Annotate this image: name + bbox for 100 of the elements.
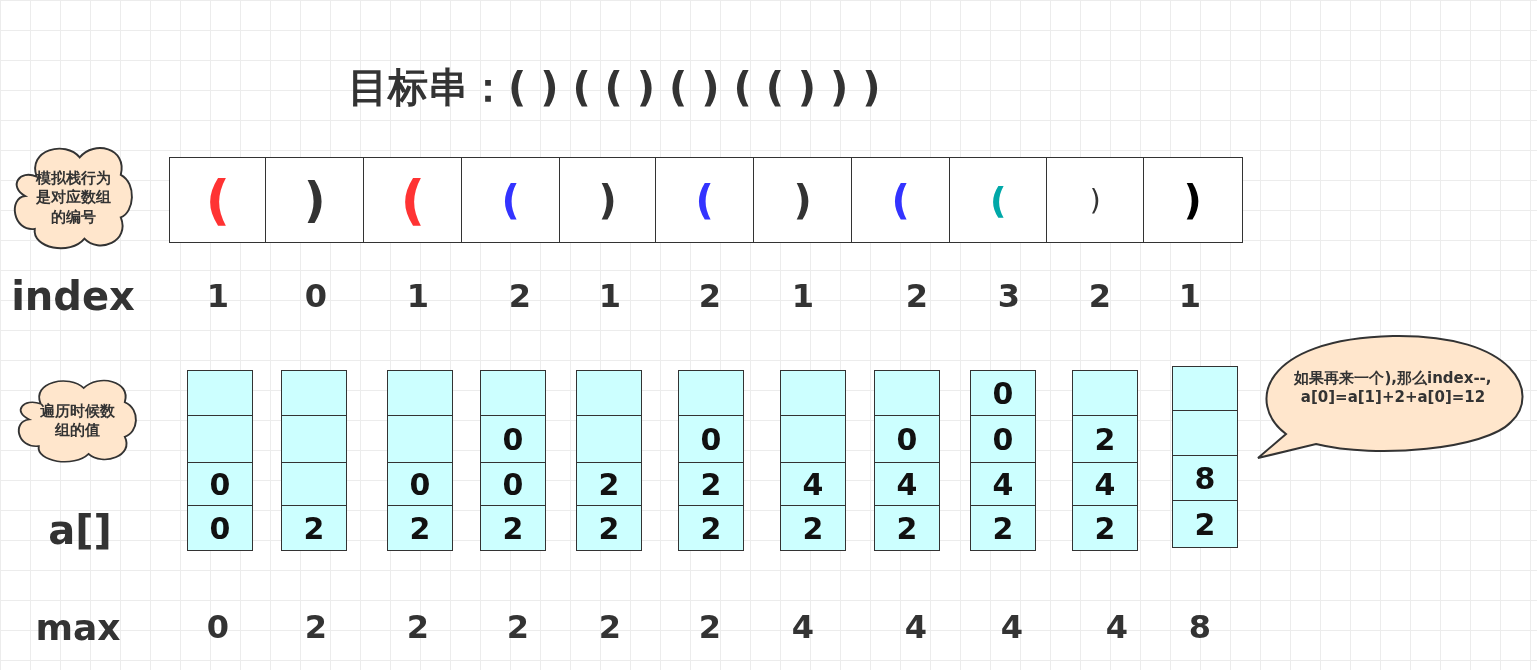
- stack-cell: [281, 462, 347, 506]
- stack-cell: [780, 415, 846, 463]
- stack-cell: [780, 505, 846, 551]
- cell-value: 0: [502, 466, 524, 502]
- parenthesis: ): [793, 177, 812, 223]
- string-cell: [461, 157, 561, 243]
- cell-value: 4: [802, 466, 824, 502]
- value-label: 2: [698, 608, 722, 646]
- cell-value: 2: [1194, 506, 1216, 542]
- string-cell: [655, 157, 755, 243]
- parenthesis: ): [1089, 183, 1101, 217]
- cell-value: 2: [598, 466, 620, 502]
- cell-value: 2: [802, 510, 824, 546]
- value-label: 0: [304, 277, 328, 315]
- parenthesis: ): [598, 177, 617, 223]
- stack-cell: [678, 462, 744, 506]
- stack-cell: [1172, 455, 1238, 501]
- cell-value: 0: [700, 421, 722, 457]
- value-label: 8: [1188, 608, 1212, 646]
- parenthesis: (: [400, 168, 426, 232]
- row-label: max: [35, 606, 121, 648]
- parenthesis: ): [303, 172, 326, 228]
- note-text: 模拟栈行为是对应数组的编号: [34, 168, 112, 228]
- note-text: 遍历时候数组的值: [38, 401, 116, 441]
- stack-cell: [187, 370, 253, 416]
- parenthesis: ): [1183, 177, 1202, 223]
- stack-cell: [187, 505, 253, 551]
- string-cell: [363, 157, 463, 243]
- string-cell: [851, 157, 951, 243]
- note-text: 如果再来一个),那么index--, a[0]=a[1]+2+a[0]=12: [1293, 368, 1493, 408]
- stack-cell: [480, 505, 546, 551]
- cell-value: 0: [502, 421, 524, 457]
- stack-cell: [187, 462, 253, 506]
- value-label: 3: [997, 277, 1021, 315]
- stack-cell: [780, 462, 846, 506]
- stack-cell: [970, 462, 1036, 506]
- stack-cell: [1072, 415, 1138, 463]
- cell-value: 0: [896, 421, 918, 457]
- stack-cell: [678, 415, 744, 463]
- cell-value: 2: [1094, 510, 1116, 546]
- value-label: 4: [1000, 608, 1024, 646]
- parenthesis: (: [891, 177, 910, 223]
- stack-cell: [387, 462, 453, 506]
- cell-value: 0: [992, 375, 1014, 411]
- stack-cell: [970, 370, 1036, 416]
- value-label: 4: [791, 608, 815, 646]
- value-label: 4: [1105, 608, 1129, 646]
- stack-cell: [678, 370, 744, 416]
- cell-value: 0: [209, 466, 231, 502]
- value-label: 4: [904, 608, 928, 646]
- stack-cell: [387, 505, 453, 551]
- cell-value: 2: [409, 510, 431, 546]
- cell-value: 4: [896, 466, 918, 502]
- stack-cell: [480, 415, 546, 463]
- stack-cell: [678, 505, 744, 551]
- value-label: 2: [506, 608, 530, 646]
- value-label: 2: [698, 277, 722, 315]
- stack-cell: [780, 370, 846, 416]
- parenthesis: (: [990, 179, 1007, 221]
- parenthesis: (: [695, 177, 714, 223]
- string-cell: [169, 157, 267, 243]
- cell-value: 0: [409, 466, 431, 502]
- stack-cell: [576, 462, 642, 506]
- string-cell: [949, 157, 1048, 243]
- cell-value: 2: [700, 510, 722, 546]
- value-label: 1: [791, 277, 815, 315]
- string-cell: [753, 157, 853, 243]
- stack-cell: [387, 415, 453, 463]
- string-cell: [559, 157, 657, 243]
- parenthesis: (: [501, 177, 520, 223]
- stack-cell: [970, 505, 1036, 551]
- stack-cell: [1072, 370, 1138, 416]
- string-cell: [1143, 157, 1243, 243]
- value-label: 2: [905, 277, 929, 315]
- parenthesis: (: [205, 168, 231, 232]
- value-label: 0: [206, 608, 230, 646]
- cell-value: 0: [992, 421, 1014, 457]
- row-label: index: [11, 273, 135, 319]
- cell-value: 2: [700, 466, 722, 502]
- string-cell: [265, 157, 365, 243]
- value-label: 1: [206, 277, 230, 315]
- value-label: 2: [508, 277, 532, 315]
- stack-cell: [874, 462, 940, 506]
- stack-cell: [576, 370, 642, 416]
- stack-cell: [1172, 366, 1238, 411]
- stack-cell: [576, 415, 642, 463]
- cell-value: 8: [1194, 460, 1216, 496]
- string-cell: [1046, 157, 1145, 243]
- cell-value: 2: [1094, 421, 1116, 457]
- value-label: 2: [304, 608, 328, 646]
- value-label: 2: [1088, 277, 1112, 315]
- cell-value: 2: [502, 510, 524, 546]
- stack-cell: [281, 370, 347, 416]
- stack-cell: [187, 415, 253, 463]
- stack-cell: [281, 505, 347, 551]
- stack-cell: [874, 370, 940, 416]
- value-label: 2: [598, 608, 622, 646]
- cell-value: 0: [209, 510, 231, 546]
- cell-value: 2: [598, 510, 620, 546]
- stack-cell: [480, 370, 546, 416]
